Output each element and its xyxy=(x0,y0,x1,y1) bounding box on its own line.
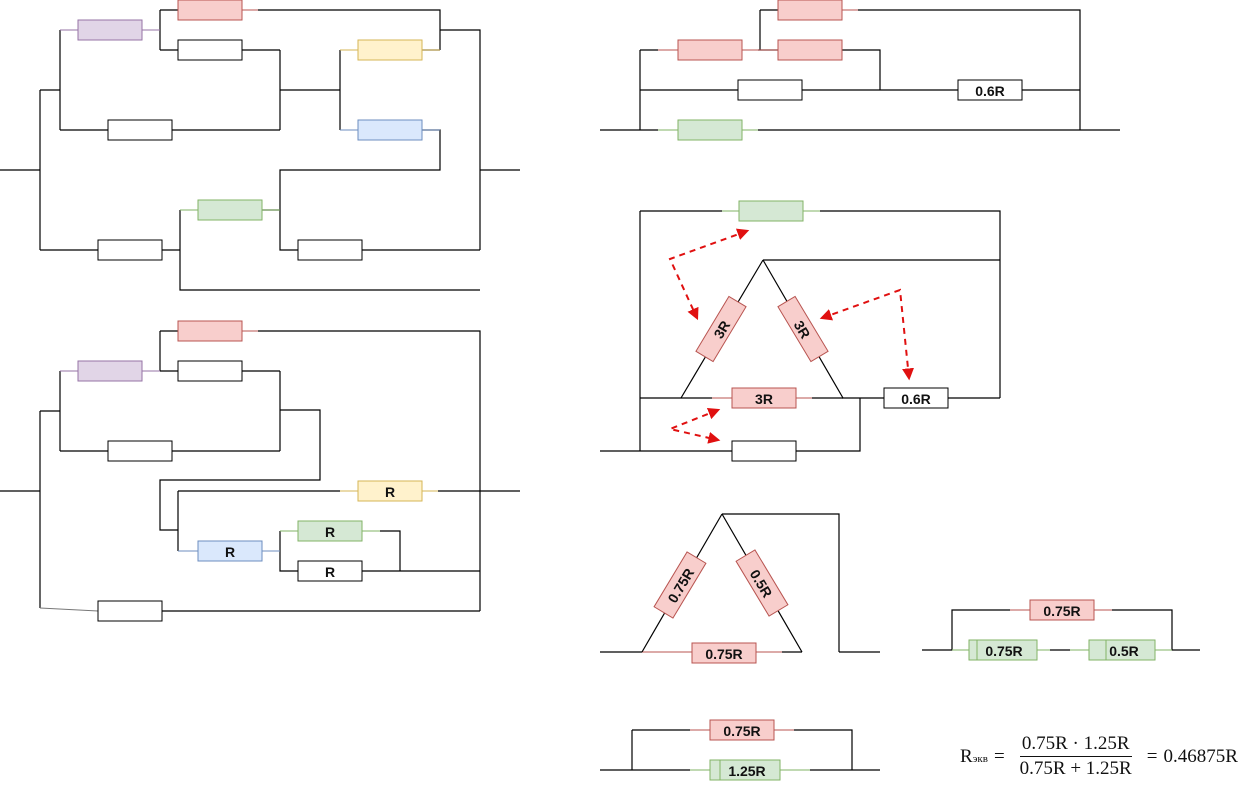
resistor-red xyxy=(735,549,789,617)
resistor-red xyxy=(177,320,243,342)
resistor-white xyxy=(731,440,797,462)
resistor-white xyxy=(883,387,949,409)
resistor-purple xyxy=(77,360,143,382)
resistor-label: 0.5R xyxy=(1109,643,1139,659)
resistor-label: R xyxy=(325,524,335,540)
formula-fraction: 0.75R · 1.25R 0.75R + 1.25R xyxy=(1018,733,1134,780)
resistor-red xyxy=(731,387,797,409)
resistor-yellow xyxy=(357,39,423,61)
resistor-red xyxy=(777,0,843,21)
formula-equals: = xyxy=(993,745,1005,767)
formula-lhs: Rэкв xyxy=(960,746,988,768)
formula-equals-2: = xyxy=(1146,745,1158,767)
resistor-label: 3R xyxy=(791,318,814,342)
resistor-red xyxy=(777,295,829,363)
circuit-original xyxy=(0,0,520,291)
resistor-label: 0.75R xyxy=(723,723,760,739)
circuit-delta-reduced: 0.75R 0.5R 0.75R xyxy=(600,513,880,664)
equivalent-resistance-formula: Rэкв = 0.75R · 1.25R 0.75R + 1.25R = 0.4… xyxy=(960,733,1238,780)
resistor-yellow xyxy=(357,480,423,502)
formula-result: 0.46875R xyxy=(1163,745,1238,767)
circuit-rearranged: R R R R xyxy=(0,320,520,622)
resistor-purple xyxy=(77,19,143,41)
resistor-red xyxy=(709,719,775,741)
resistor-white xyxy=(957,79,1023,101)
formula-numerator: 0.75R · 1.25R xyxy=(1019,733,1132,757)
resistor-green xyxy=(709,759,781,781)
circuit-series-parallel: 0.75R 0.75R 0.5R xyxy=(922,599,1200,661)
resistor-label: 0.75R xyxy=(705,646,742,662)
resistor-green xyxy=(968,639,1038,661)
resistor-red xyxy=(691,642,757,664)
resistor-green xyxy=(197,199,263,221)
circuit-delta: 3R 3R 3R 0.6R xyxy=(600,200,1001,462)
resistor-label: 3R xyxy=(755,391,773,407)
formula-denominator: 0.75R + 1.25R xyxy=(1019,758,1132,779)
circuit-final: 0.75R 1.25R xyxy=(600,719,880,781)
resistor-red xyxy=(1029,599,1095,621)
resistor-white xyxy=(177,39,243,61)
circuit-step1: 0.6R xyxy=(600,0,1120,141)
resistor-white xyxy=(177,360,243,382)
resistor-white xyxy=(107,119,173,141)
resistor-label: 0.6R xyxy=(901,391,931,407)
resistor-white xyxy=(97,600,163,622)
formula-subscript: экв xyxy=(972,752,988,765)
dashed-arrow xyxy=(666,407,721,444)
resistor-red xyxy=(653,551,707,619)
resistor-red xyxy=(177,0,243,21)
resistor-label: 0.75R xyxy=(1043,603,1080,619)
resistor-label: 0.75R xyxy=(985,643,1022,659)
resistor-white xyxy=(97,239,163,261)
resistor-label: R xyxy=(225,544,235,560)
resistor-label: 1.25R xyxy=(728,763,765,779)
resistor-red xyxy=(677,39,743,61)
resistor-label: R xyxy=(385,484,395,500)
resistor-white xyxy=(107,440,173,462)
formula-r: R xyxy=(960,745,973,767)
dashed-arrow xyxy=(819,288,914,381)
resistor-white xyxy=(297,560,363,582)
resistor-label: 0.6R xyxy=(975,83,1005,99)
resistor-green xyxy=(297,520,363,542)
resistor-blue xyxy=(197,540,263,562)
resistor-white xyxy=(737,79,803,101)
resistor-label: R xyxy=(325,564,335,580)
resistor-white xyxy=(297,239,363,261)
dashed-arrow xyxy=(668,228,750,321)
resistor-red xyxy=(777,39,843,61)
resistor-blue xyxy=(357,119,423,141)
resistor-green xyxy=(738,200,804,222)
resistor-green xyxy=(677,119,743,141)
resistor-label: 3R xyxy=(710,318,733,342)
